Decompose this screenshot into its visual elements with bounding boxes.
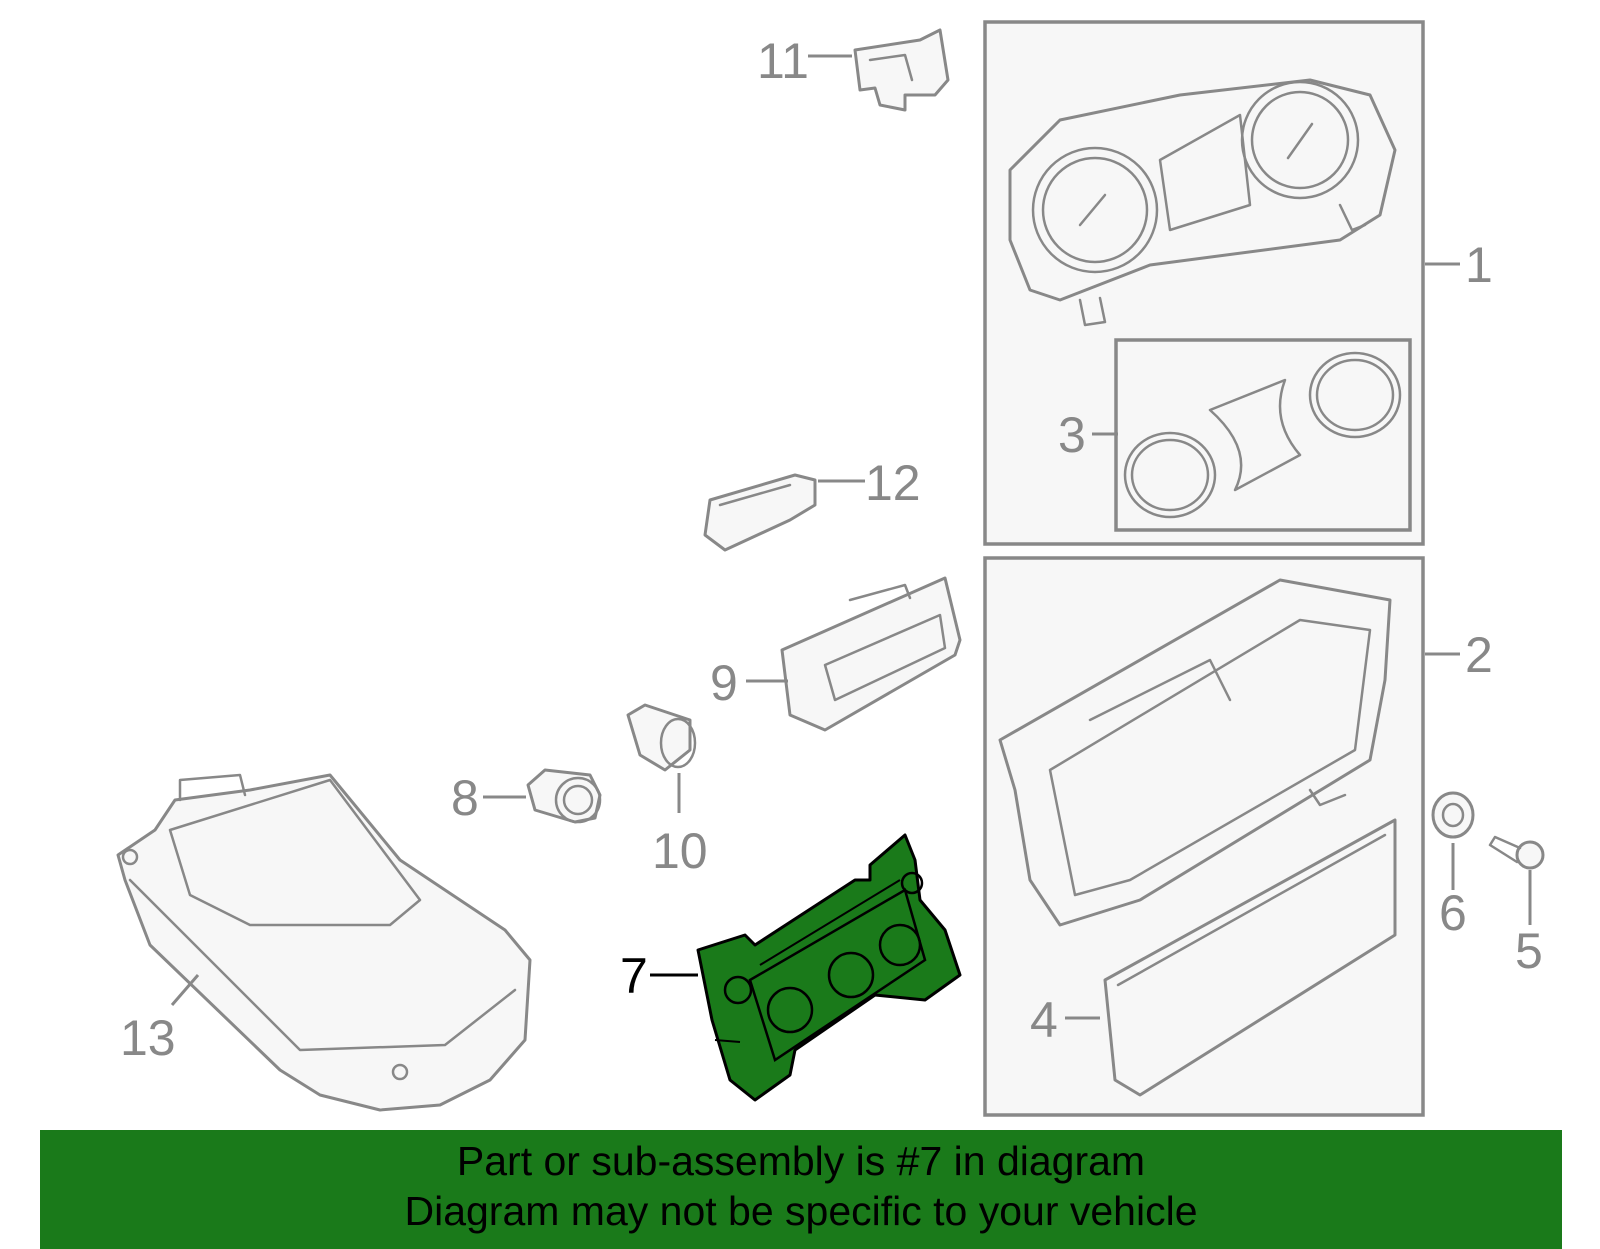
callout-9: 9	[710, 655, 738, 711]
callout-2: 2	[1465, 627, 1493, 683]
part-13-module[interactable]	[116, 773, 532, 1112]
part-10-socket[interactable]	[626, 703, 697, 772]
part-6-clip[interactable]	[1431, 791, 1475, 839]
part-5-screw[interactable]	[1488, 835, 1545, 870]
part-1-instrument-cluster[interactable]	[1008, 78, 1397, 327]
part-8-usb-port[interactable]	[526, 768, 602, 824]
part-12-switch[interactable]	[703, 473, 817, 552]
part-3-sub-box	[1114, 338, 1412, 532]
part-7-climate-control[interactable]	[696, 833, 962, 1102]
part-2-display-housing[interactable]	[998, 578, 1392, 927]
callout-1: 1	[1465, 237, 1493, 293]
callout-5: 5	[1515, 923, 1543, 979]
part-11-bracket[interactable]	[853, 28, 950, 112]
callout-4: 4	[1030, 992, 1058, 1048]
callout-6: 6	[1439, 885, 1467, 941]
callout-8: 8	[451, 770, 479, 826]
info-banner: Part or sub-assembly is #7 in diagram Di…	[40, 1130, 1562, 1249]
part-3-lens-set[interactable]	[1123, 351, 1402, 519]
banner-line-1: Part or sub-assembly is #7 in diagram	[456, 1138, 1146, 1184]
banner-line-2: Diagram may not be specific to your vehi…	[404, 1188, 1198, 1234]
callout-13: 13	[120, 1010, 176, 1066]
callout-11: 11	[757, 33, 809, 89]
part-9-switch-panel[interactable]	[780, 576, 962, 732]
callout-10: 10	[652, 823, 708, 879]
callout-12: 12	[865, 455, 921, 511]
callout-7: 7	[620, 948, 648, 1004]
callout-3: 3	[1058, 407, 1086, 463]
part-4-display-lens[interactable]	[1103, 818, 1397, 1097]
